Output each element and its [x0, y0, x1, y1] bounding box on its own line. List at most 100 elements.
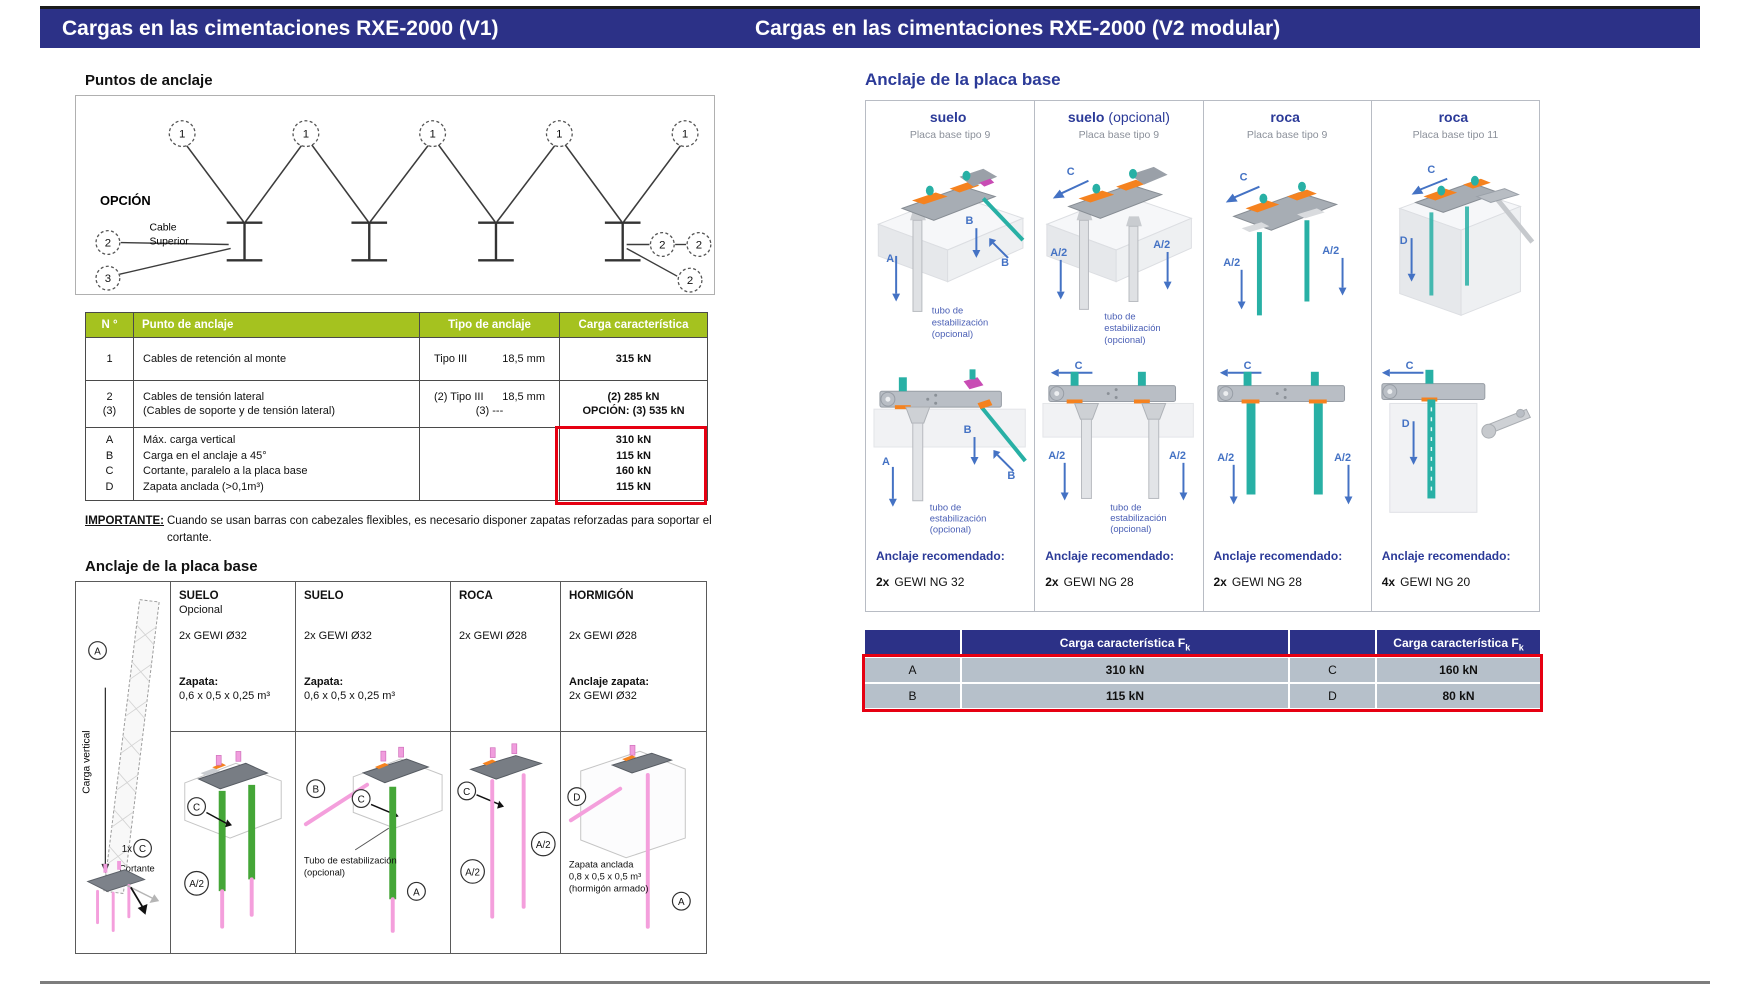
- gewi-spec: 2x GEWI Ø32: [304, 630, 372, 642]
- tipo-size: 18,5 mm: [502, 353, 545, 365]
- circled-a2: [184, 870, 209, 896]
- title-main: roca: [1438, 109, 1469, 125]
- row3-nums: A B C D: [85, 427, 134, 501]
- rock-anchor-rod: [1313, 403, 1323, 495]
- anclaje-placa-base-heading-left: Anclaje de la placa base: [85, 558, 258, 575]
- roca11-front-diagram: C D: [1381, 360, 1531, 513]
- suelo-opcional-front-diagram: C A/2 A/2 tubo de estab: [1042, 360, 1195, 534]
- opcion-label: OPCIÓN: [100, 193, 151, 208]
- anchor-plate: [197, 751, 269, 790]
- importante-label: IMPORTANTE:: [85, 515, 165, 527]
- clamp-plates: [1413, 175, 1520, 213]
- a2-arrow-label: A/2: [1051, 247, 1068, 259]
- cell-title: SUELO: [304, 590, 344, 602]
- cell-title: ROCA: [459, 590, 493, 602]
- bracket: [1381, 369, 1486, 402]
- mast-diagram-svg: A Carga vertical 1x C Cortante: [82, 599, 160, 932]
- b-arrow-label: B: [1001, 257, 1009, 269]
- row1-carga: 315 kN: [559, 337, 708, 381]
- tension-rod: [979, 405, 1027, 463]
- col-header-carga: Carga característica: [559, 312, 708, 338]
- column-title: suelo(opcional): [1035, 109, 1202, 127]
- column-subtitle: Placa base tipo 11: [1412, 129, 1499, 141]
- column-suelo: suelo Placa base tipo 9: [866, 101, 1034, 611]
- anchor-1-label: 1: [179, 129, 185, 141]
- tubo-text-2: estabilización: [1110, 512, 1166, 523]
- column-title: roca: [1204, 109, 1371, 127]
- zapata-value: 2x GEWI Ø32: [569, 690, 637, 702]
- a2-label: A/2: [536, 840, 551, 851]
- fk-header-text: Carga característica F: [1059, 636, 1186, 650]
- tipo-type: Tipo III: [434, 353, 468, 365]
- lateral-cable-lines: [119, 241, 687, 277]
- stabilization-tube: [1081, 418, 1093, 499]
- box-outline: [352, 758, 443, 829]
- arrowhead: [497, 800, 505, 809]
- c-label: C: [139, 844, 146, 855]
- row1-punto: Cables de retención al monte: [133, 337, 420, 381]
- circled-a: [88, 641, 107, 660]
- anclaje-placa-base-heading-right: Anclaje de la placa base: [865, 70, 1061, 89]
- suelo-diagram-svg: B C: [303, 746, 443, 933]
- cube-right: [1460, 205, 1521, 317]
- d-label: D: [573, 793, 580, 804]
- column-title: roca: [1372, 109, 1539, 127]
- gewi-spec: 2x GEWI Ø28: [569, 630, 637, 642]
- circled-a2: [460, 859, 485, 884]
- importante-note: IMPORTANTE: Cuando se usan barras con ca…: [85, 513, 715, 546]
- cell-title: SUELO: [179, 590, 219, 602]
- column-subtitle: Placa base tipo 9: [909, 129, 991, 141]
- a-label: A: [413, 887, 420, 898]
- suelo-opcional-iso-diagram: C A/2 A/2 tubo de estabilización (opcion…: [1045, 166, 1194, 345]
- b-arrow-label: B: [1007, 470, 1015, 482]
- row-key-c: C: [1290, 658, 1375, 682]
- a2-arrow-label: A/2: [1169, 450, 1186, 462]
- b-arrow-label: B: [964, 424, 972, 436]
- carga-line: (2) 285 kN: [607, 391, 660, 403]
- title-main: suelo: [929, 109, 967, 125]
- tubo-text-1: tubo de: [932, 304, 963, 315]
- d-arrow-label: D: [1399, 235, 1407, 247]
- rec-qty: 4x: [1381, 575, 1396, 589]
- column-title: suelo: [866, 109, 1034, 127]
- circled-a: [406, 881, 426, 901]
- circled-d: [567, 787, 587, 807]
- roca-diagram-svg: C A/2 A/2: [457, 743, 556, 919]
- lateral-rod: [568, 786, 623, 823]
- cell-sub: [304, 603, 442, 617]
- title-suffix: (opcional): [1108, 109, 1170, 125]
- circled-c: [133, 838, 152, 858]
- punto-line: Zapata anclada (>0,1m³): [143, 480, 264, 493]
- bracket: [879, 369, 1002, 410]
- title-main: roca: [1270, 109, 1300, 125]
- carga-vertical-label: Carga vertical: [82, 730, 93, 793]
- tipo-type: (2) Tipo III: [434, 391, 484, 403]
- tipo-line2: (3) ---: [475, 405, 504, 417]
- suelo-iso-diagram: B B A tubo de estabilización (opcional): [876, 168, 1025, 339]
- arrowhead: [225, 819, 233, 828]
- hormigon-diagram-svg: D Zapata anclada 0,8 x 0,5 x 0,5 m³ (hor…: [567, 744, 691, 929]
- cable-superior-label-1: Cable: [149, 223, 176, 234]
- column-suelo-opcional: suelo(opcional) Placa base tipo 9: [1034, 101, 1202, 611]
- c-arrow-label: C: [1239, 172, 1247, 184]
- num-line: A: [105, 434, 114, 446]
- cable-superior-label-2: Superior: [149, 237, 189, 248]
- anchor-1-label: 1: [303, 129, 309, 141]
- num-line: D: [105, 480, 114, 493]
- row2-num: 2 (3): [85, 380, 134, 428]
- suelo-opcional-cell: SUELO Opcional 2x GEWI Ø32 Zapata: 0,6 x…: [170, 581, 296, 732]
- anchor-2-label: 2: [696, 239, 702, 251]
- clamp-plate: [900, 168, 998, 221]
- b-arrow-label: B: [966, 215, 974, 227]
- hormigon-diagram-cell: D Zapata anclada 0,8 x 0,5 x 0,5 m³ (hor…: [560, 731, 707, 954]
- rec-item: GEWI NG 20: [1400, 575, 1471, 589]
- roca11-iso-diagram: C D: [1398, 164, 1534, 317]
- rec-item: GEWI NG 32: [894, 575, 965, 589]
- anchor-2-label: 2: [659, 239, 665, 251]
- shear-arrow: [206, 811, 229, 825]
- num-line: 2: [106, 391, 113, 403]
- tube-cone: [1141, 402, 1167, 420]
- row-value-c: 160 kN: [1377, 658, 1540, 682]
- tubo-text-3: (opcional): [930, 525, 971, 536]
